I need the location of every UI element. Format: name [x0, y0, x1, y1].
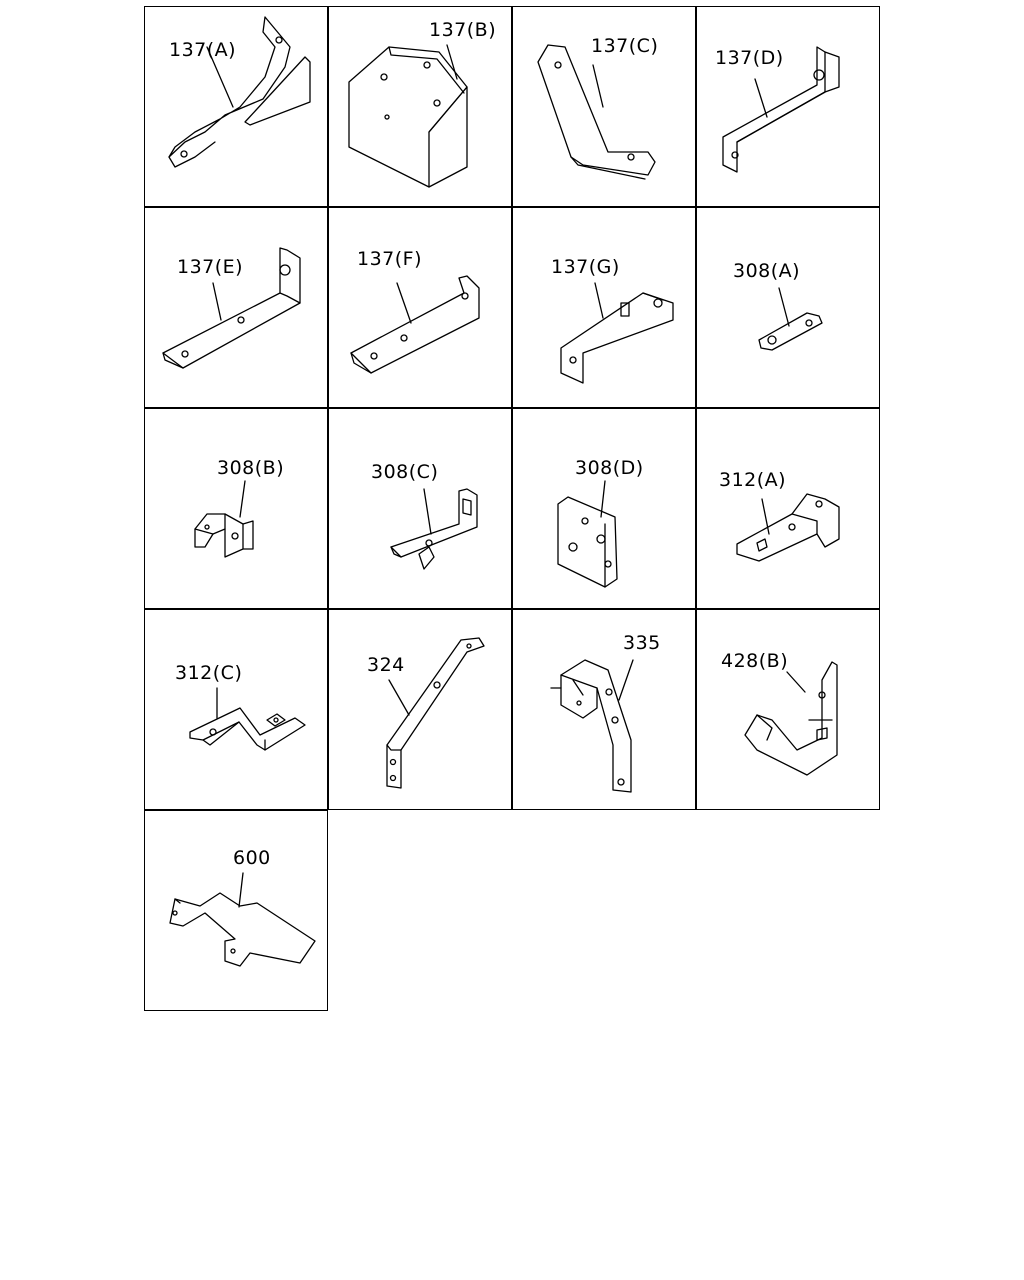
part-cell-137-g: 137(G)	[512, 207, 696, 408]
part-cell-308-c: 308(C)	[328, 408, 512, 609]
part-cell-312-a: 312(A)	[696, 408, 880, 609]
bracket-drawing	[557, 480, 618, 588]
part-cell-137-f: 137(F)	[328, 207, 512, 408]
bracket-drawing	[162, 247, 301, 369]
part-cell-312-c: 312(C)	[144, 609, 328, 810]
part-label: 137(B)	[429, 19, 497, 41]
part-cell-600: 600	[144, 810, 328, 1011]
part-label: 137(F)	[357, 248, 423, 270]
part-label: 308(D)	[575, 457, 644, 479]
part-cell-308-d: 308(D)	[512, 408, 696, 609]
bracket-drawing	[537, 44, 656, 180]
part-label: 308(A)	[733, 260, 801, 282]
part-label: 600	[233, 847, 271, 869]
part-label: 137(A)	[169, 39, 237, 61]
part-cell-137-e: 137(E)	[144, 207, 328, 408]
part-cell-308-a: 308(A)	[696, 207, 880, 408]
bracket-drawing	[386, 637, 485, 789]
part-label: 312(C)	[175, 662, 243, 684]
bracket-drawing	[744, 661, 838, 776]
bracket-drawing	[758, 287, 823, 351]
part-label: 335	[623, 632, 661, 654]
bracket-drawing	[736, 493, 840, 562]
bracket-drawing	[350, 275, 480, 374]
bracket-drawing	[168, 16, 311, 168]
part-cell-137-d: 137(D)	[696, 6, 880, 207]
part-label: 428(B)	[721, 650, 789, 672]
part-cell-335: 335	[512, 609, 696, 810]
bracket-drawing	[550, 659, 634, 793]
part-cell-324: 324	[328, 609, 512, 810]
part-cell-137-b: 137(B)	[328, 6, 512, 207]
part-cell-137-a: 137(A)	[144, 6, 328, 207]
bracket-drawing	[722, 46, 840, 173]
part-label: 137(E)	[177, 256, 244, 278]
part-label: 324	[367, 654, 405, 676]
bracket-drawing	[194, 480, 254, 558]
part-cell-308-b: 308(B)	[144, 408, 328, 609]
bracket-drawing	[189, 687, 306, 751]
part-label: 312(A)	[719, 469, 787, 491]
part-label: 137(G)	[551, 256, 620, 278]
part-cell-428-b: 428(B)	[696, 609, 880, 810]
part-label: 137(C)	[591, 35, 659, 57]
part-cell-137-c: 137(C)	[512, 6, 696, 207]
part-label: 137(D)	[715, 47, 784, 69]
bracket-drawing	[169, 872, 316, 967]
bracket-drawing	[560, 282, 674, 384]
bracket-drawing	[390, 488, 478, 570]
part-label: 308(C)	[371, 461, 439, 483]
bracket-drawing	[348, 44, 468, 188]
part-label: 308(B)	[217, 457, 285, 479]
